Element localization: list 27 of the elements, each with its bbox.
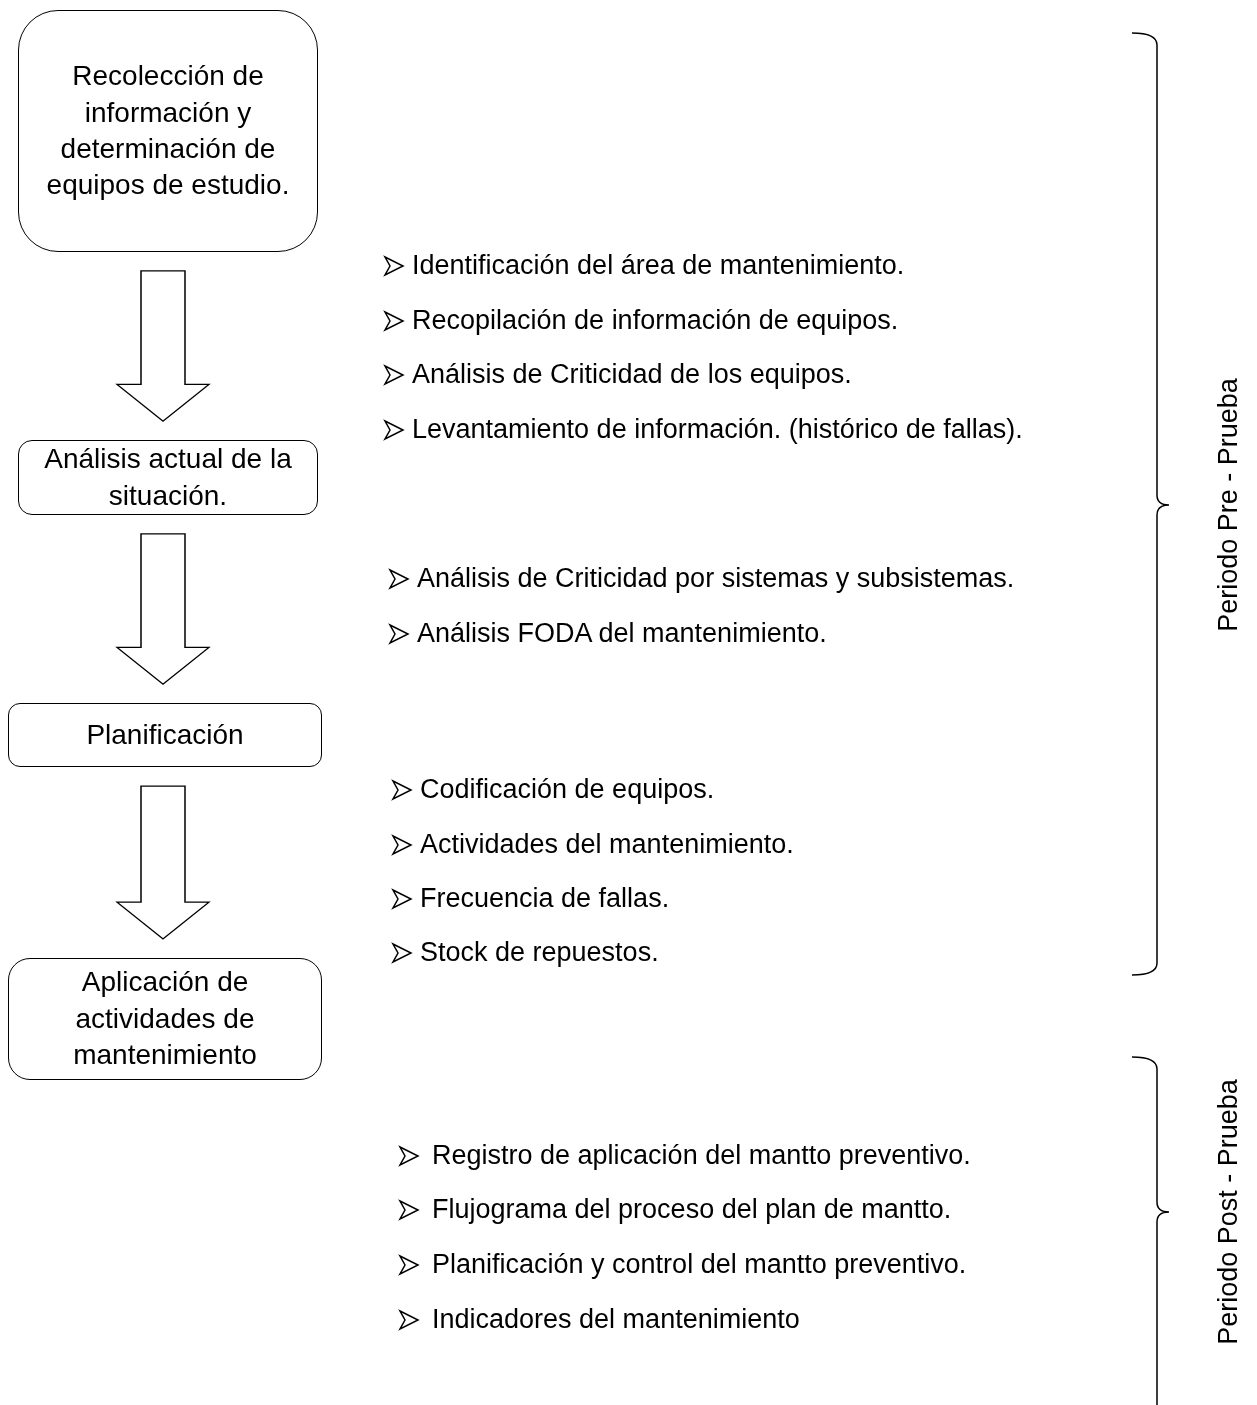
box-text: Recolección de información y determinación de equipos de estudio. — [45, 59, 291, 203]
bullet-text: Planificación y control del mantto preventivo. — [432, 1251, 967, 1278]
box-text: Planificación — [86, 717, 244, 752]
period-label: Periodo Pre - Prueba — [1214, 378, 1242, 632]
bullet-text: Stock de repuestos. — [420, 939, 659, 966]
rounded-process-box — [8, 703, 322, 767]
bullet-text: Indicadores del mantenimiento — [432, 1306, 800, 1333]
bullet-text: Flujograma del proceso del plan de mantto. — [432, 1196, 952, 1223]
bullet-text: Frecuencia de fallas. — [420, 885, 670, 912]
box-text: Análisis actual de la situación. — [43, 442, 293, 513]
rounded-process-box — [8, 958, 322, 1080]
bullet-text: Análisis de Criticidad por sistemas y subsistemas. — [417, 565, 1015, 592]
rounded-process-box — [18, 440, 318, 515]
bullet-text: Análisis FODA del mantenimiento. — [417, 620, 827, 647]
bullet-text: Identificación del área de mantenimiento. — [412, 252, 905, 279]
rounded-process-box — [18, 10, 318, 252]
box-text: Aplicación de actividades de mantenimiento — [72, 965, 258, 1073]
bullet-text: Recopilación de información de equipos. — [412, 307, 899, 334]
bullet-text: Análisis de Criticidad de los equipos. — [412, 361, 852, 388]
block-arrow — [115, 785, 211, 940]
bullet-text: Actividades del mantenimiento. — [420, 831, 794, 858]
bullet-text: Levantamiento de información. (histórico de fallas). — [412, 416, 1023, 443]
block-arrow — [115, 533, 211, 686]
bullet-text: Registro de aplicación del mantto preventivo. — [432, 1142, 971, 1169]
bullet-text: Codificación de equipos. — [420, 776, 715, 803]
block-arrow — [115, 270, 211, 423]
period-label: Periodo Post - Prueba — [1214, 1079, 1242, 1345]
